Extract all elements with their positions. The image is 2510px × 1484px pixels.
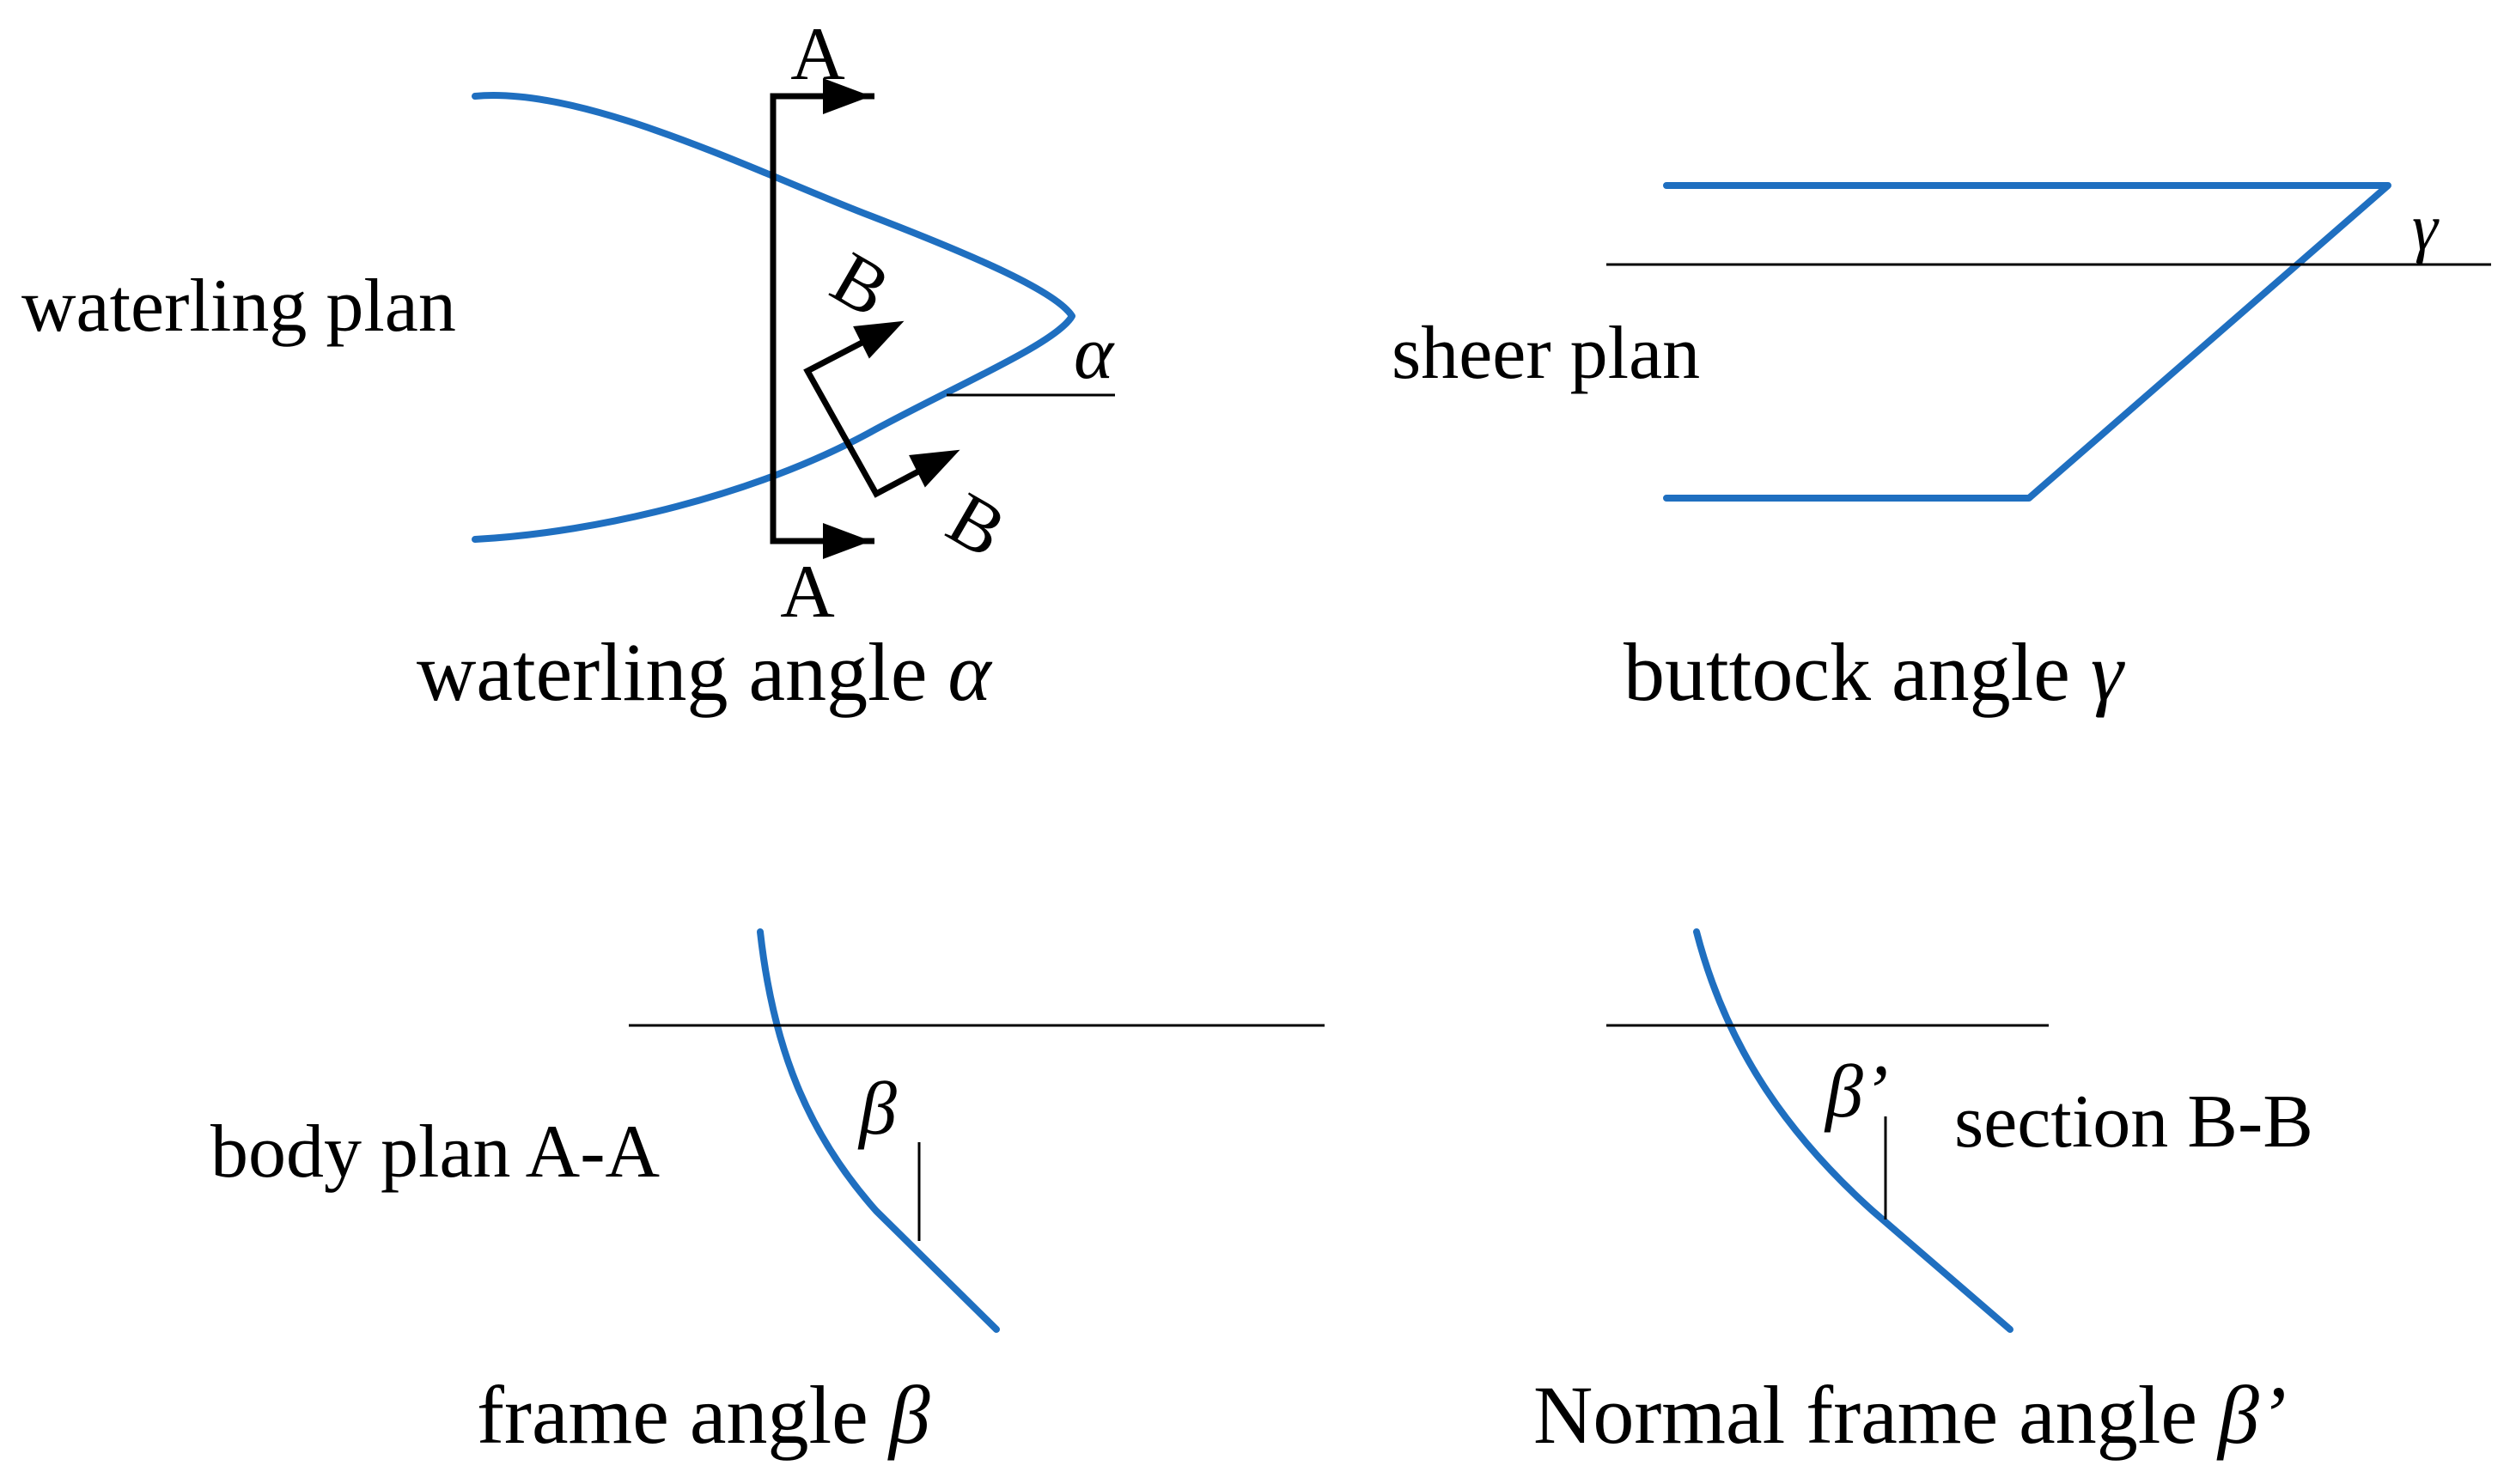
buttock-line: [1663, 182, 2391, 502]
normal-frame-curve: [1693, 928, 2013, 1333]
section-b-b-label: section B-B: [1954, 1080, 2313, 1164]
frame-curve: [757, 928, 1000, 1333]
body-plan-label: body plan A-A: [210, 1110, 660, 1194]
section-b-bottom-label: B: [934, 477, 1019, 574]
buttock-panel: γ sheer plan buttock angle γ: [1392, 182, 2491, 718]
section-b-bottom-arrow: [909, 449, 960, 488]
sheer-plan-label: sheer plan: [1392, 312, 1700, 395]
buttock-angle-caption: buttock angle γ: [1624, 626, 2125, 718]
normal-frame-angle-caption: Normal frame angle β’: [1533, 1369, 2287, 1461]
waterline-panel: A A B B α waterling plan waterling angle…: [21, 13, 1115, 718]
frame-panel: β body plan A-A frame angle β: [210, 928, 1325, 1461]
normal-frame-panel: β’ section B-B Normal frame angle β’: [1533, 928, 2313, 1461]
beta-prime-angle-label: β’: [1824, 1050, 1888, 1134]
section-b-b-line: [803, 323, 951, 498]
gamma-angle-label: γ: [2412, 192, 2440, 264]
section-b-top-arrow: [853, 320, 905, 359]
section-a-top-label: A: [790, 13, 845, 96]
waterline-curve: [472, 92, 1075, 543]
frame-angle-caption: frame angle β: [477, 1369, 930, 1461]
alpha-angle-label: α: [1074, 312, 1115, 395]
section-b-top-label: B: [818, 236, 903, 333]
section-a-bottom-label: A: [780, 550, 835, 634]
waterline-angle-caption: waterling angle α: [417, 626, 992, 718]
waterline-plan-label: waterling plan: [21, 265, 456, 348]
beta-angle-label: β: [857, 1067, 897, 1151]
